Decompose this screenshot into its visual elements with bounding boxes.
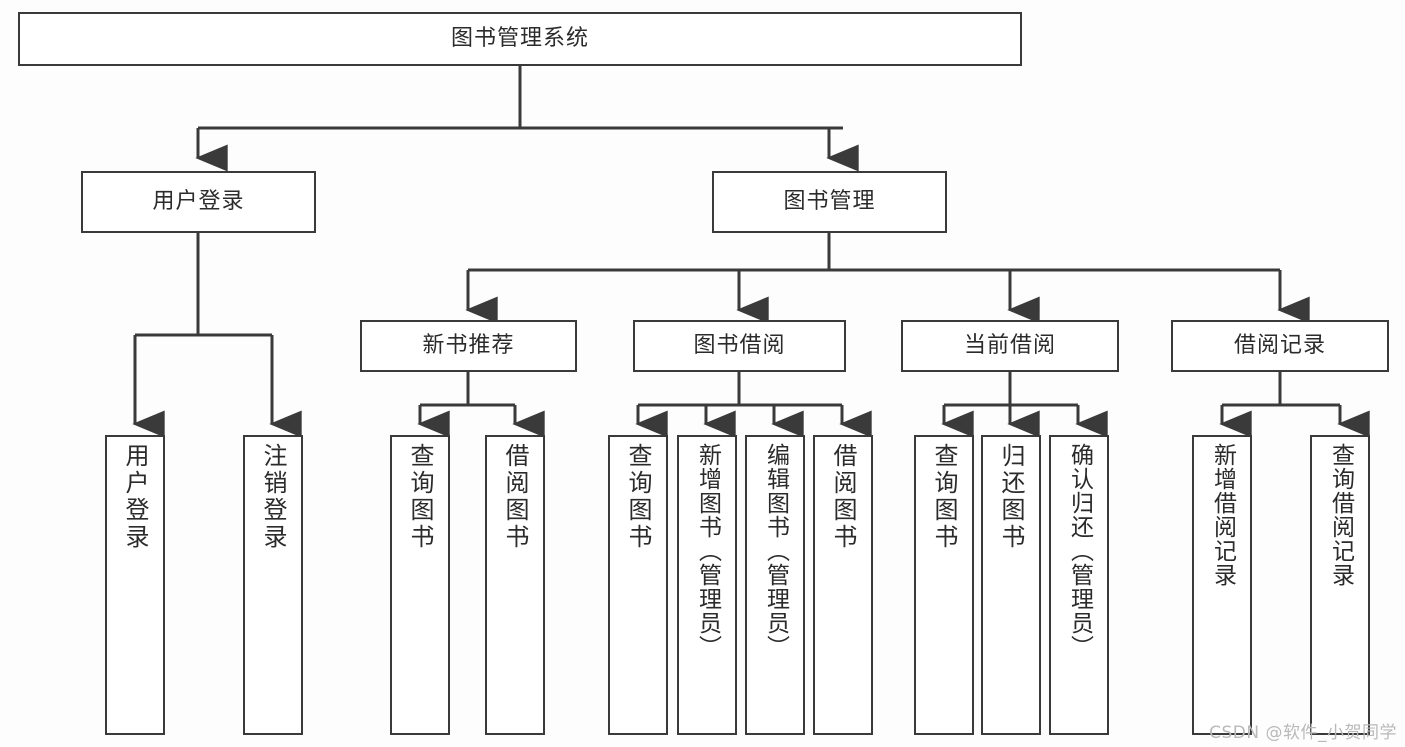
node-user-login[interactable]: 用户登录 [81, 171, 316, 233]
node-label: 图书管理 [783, 188, 876, 214]
node-borrow-record[interactable]: 借阅记录 [1171, 320, 1389, 372]
node-label: 查询图书 [406, 443, 434, 551]
node-book-management[interactable]: 图书管理 [712, 171, 947, 233]
node-label: 归还图书 [997, 443, 1025, 551]
node-label: 注销登录 [259, 443, 287, 551]
node-current-borrow[interactable]: 当前借阅 [901, 320, 1119, 372]
node-label: 借阅图书 [829, 443, 857, 551]
leaf-current-query-book[interactable]: 查询图书 [914, 435, 974, 735]
node-label: 借阅图书 [501, 443, 529, 551]
leaf-recommend-borrow-book[interactable]: 借阅图书 [485, 435, 545, 735]
node-label: 新书推荐 [422, 332, 515, 358]
node-root-system[interactable]: 图书管理系统 [18, 12, 1022, 66]
leaf-current-confirm-return-admin[interactable]: 确认归还（管理员） [1049, 435, 1109, 735]
csdn-watermark: CSDN @软件_小贺同学 [1209, 723, 1397, 743]
leaf-record-add-record[interactable]: 新增借阅记录 [1192, 435, 1252, 735]
leaf-user-login-login[interactable]: 用户登录 [105, 435, 165, 735]
node-label: 查询图书 [624, 443, 652, 551]
node-label: 借阅记录 [1233, 332, 1326, 358]
node-label: 图书借阅 [693, 332, 786, 358]
node-label: 编辑图书（管理员） [762, 443, 789, 659]
node-book-borrow[interactable]: 图书借阅 [633, 320, 846, 372]
leaf-recommend-query-book[interactable]: 查询图书 [390, 435, 450, 735]
leaf-user-login-logout[interactable]: 注销登录 [243, 435, 303, 735]
leaf-borrow-add-book-admin[interactable]: 新增图书（管理员） [677, 435, 737, 735]
node-label: 新增借阅记录 [1209, 443, 1236, 587]
node-label: 图书管理系统 [450, 25, 589, 51]
leaf-borrow-query-book[interactable]: 查询图书 [608, 435, 668, 735]
leaf-borrow-edit-book-admin[interactable]: 编辑图书（管理员） [745, 435, 805, 735]
node-label: 用户登录 [121, 443, 149, 551]
node-label: 新增图书（管理员） [694, 443, 721, 659]
node-label: 查询借阅记录 [1327, 443, 1354, 587]
leaf-current-return-book[interactable]: 归还图书 [981, 435, 1041, 735]
node-label: 当前借阅 [963, 332, 1056, 358]
leaf-borrow-borrow-book[interactable]: 借阅图书 [813, 435, 873, 735]
node-new-book-recommend[interactable]: 新书推荐 [360, 320, 577, 372]
node-label: 确认归还（管理员） [1066, 443, 1093, 659]
node-label: 用户登录 [152, 188, 245, 214]
node-label: 查询图书 [930, 443, 958, 551]
leaf-record-query-record[interactable]: 查询借阅记录 [1310, 435, 1370, 735]
